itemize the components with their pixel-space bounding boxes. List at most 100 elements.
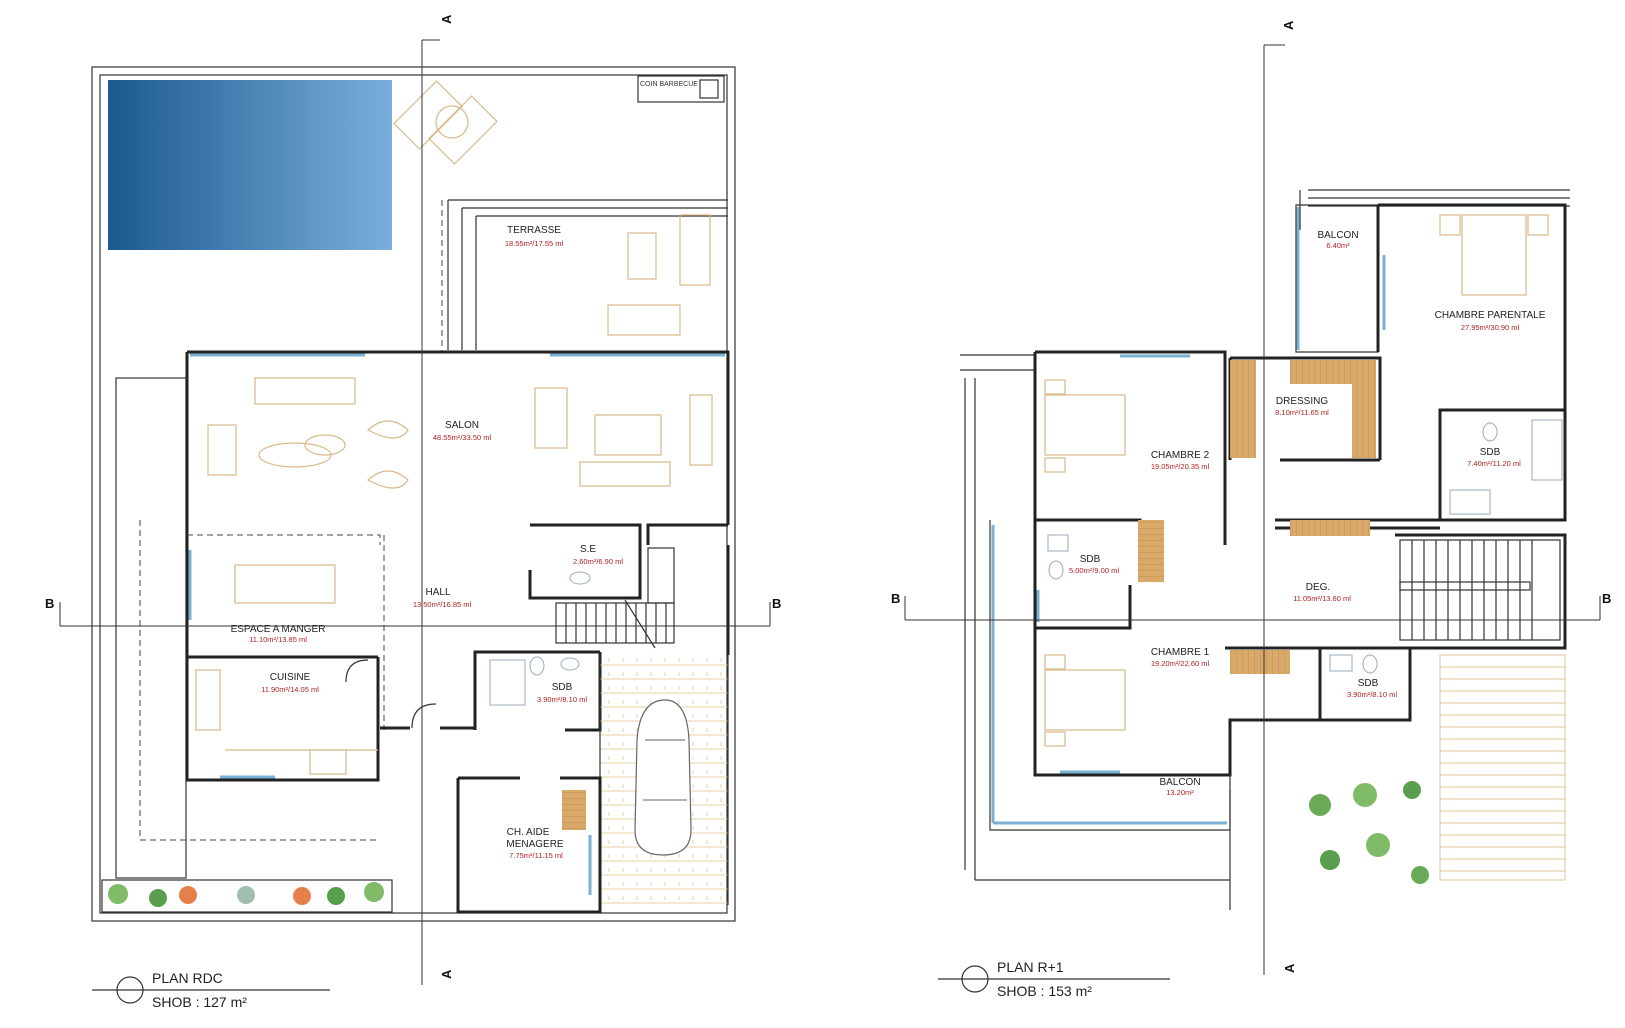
plan-title-rdc: PLAN RDC [152,970,223,986]
ground-outline [960,354,1231,910]
bathtub [1531,419,1563,481]
section-a-top-r1: A [1281,20,1296,30]
house-main-wall [185,350,730,782]
room-name-chambre-1: CHAMBRE 1 [1151,647,1210,658]
section-b-left-r1: B [891,591,900,606]
plan-title-r1: PLAN R+1 [997,959,1064,975]
roof-lines [1299,189,1570,230]
room-name-sdb-2: SDB [1080,554,1101,565]
balcon-top-outline [1295,204,1379,353]
section-a-bottom-rdc: A [439,969,454,979]
hall-door [411,703,437,729]
section-b-left-rdc: B [45,596,54,611]
plan-rdc: COIN BARBECUE TERRASSE 18.55m²/17.55 ml [45,14,781,1010]
terrace-steps [447,199,728,350]
salon-pouf [304,434,346,456]
salon-sideboard [689,394,713,466]
se-sink [569,571,591,585]
room-name-cuisine: CUISINE [270,672,311,683]
room-name-hall: HALL [425,587,450,598]
room-area-deg: 11.05m²/13.60 ml [1293,594,1351,603]
room-name-terrasse: TERRASSE [507,225,561,236]
kitchen-sink [309,749,347,775]
room-name-se: S.E [580,544,596,555]
garden-r1 [1309,781,1429,884]
room-area-ch-aide: 7.75m²/11.15 ml [509,851,563,860]
room-area-terrasse: 18.55m²/17.55 ml [505,239,564,248]
room-area-se: 2.60m²/6.90 ml [573,557,623,566]
sdb-sink [560,657,580,671]
room-name-sdb-parentale: SDB [1480,447,1501,458]
room-area-balcon-top: 6.40m² [1326,241,1350,250]
chambre-1-walls [1033,628,1412,777]
umbrella-loungers [393,80,498,165]
walkway-dash [139,520,380,841]
room-area-salon: 48.55m²/33.50 ml [433,433,492,442]
sink-parentale [1449,489,1491,515]
plot-boundary [91,66,736,922]
room-name-chambre-parentale: CHAMBRE PARENTALE [1435,310,1546,321]
shower [489,659,526,706]
chambre-1-wardrobe [1230,650,1290,674]
title-block-r1: PLAN R+1 SHOB : 153 m² [938,959,1170,999]
bed-chambre-2 [1044,394,1126,456]
room-area-sdb-1: 3.90m²/8.10 ml [1347,690,1397,699]
room-name-ch-aide: CH. AIDE [507,827,550,838]
plan-r1: BALCON 6.40m² CHAMBRE PARENTALE 27.95m²/… [891,20,1611,999]
garden-plants [101,879,393,913]
kitchen-counter [195,669,221,731]
room-name-dressing: DRESSING [1276,396,1328,407]
room-name-sdb-1: SDB [1358,678,1379,689]
pool [108,80,392,250]
exterior-deck-r1 [1439,654,1566,881]
room-name-espace-manger: ESPACE A MANGER [231,624,326,635]
terrace-sofa [679,214,711,286]
section-b-right-r1: B [1602,591,1611,606]
terrace-sofa-2 [607,304,681,336]
sdb-1-walls [1318,648,1412,722]
plan-shob-rdc: SHOB : 127 m² [152,994,247,1010]
room-area-cuisine: 11.90m²/14.05 ml [261,685,319,694]
section-a-bottom-r1: A [1282,963,1297,973]
toilet-sdb-2 [1048,560,1064,580]
room-name-deg: DEG. [1306,582,1330,593]
coin-barbecue-label: COIN BARBECUE [640,81,698,88]
room-area-chambre-2: 19.05m²/20.35 ml [1151,462,1210,471]
salon-sofa-3 [579,461,671,487]
section-a-top-rdc: A [439,14,454,24]
kitchen-door [345,659,369,683]
room-area-espace-manger: 11.10m²/13.85 ml [249,635,307,644]
room-area-sdb-rdc: 3.90m²/8.10 ml [537,695,587,704]
dressing-shelf-top [1290,360,1376,384]
bed-parentale [1461,214,1527,296]
room-area-hall: 13.50m²/16.85 ml [413,600,472,609]
room-name-sdb-rdc: SDB [552,682,573,693]
dining-boundary [187,534,381,545]
room-area-chambre-parentale: 27.95m²/30.90 ml [1461,323,1520,332]
room-area-dressing: 8.10m²/11.65 ml [1275,408,1329,417]
room-name-chambre-2: CHAMBRE 2 [1151,450,1210,461]
armchair [366,420,409,439]
room-area-balcon-bottom: 13.20m² [1166,788,1194,797]
staircase-r1 [1399,539,1561,641]
room-area-sdb-parentale: 7.40m²/11.20 ml [1467,459,1521,468]
toilet [529,656,545,676]
room-name-salon: SALON [445,420,479,431]
armchair-2 [366,470,409,489]
se-walls [528,523,642,600]
barbecue-counter [637,75,725,103]
car-icon [634,699,692,856]
room-name-ch-aide-2: MENAGERE [506,839,564,850]
chambre-parentale-walls [1376,203,1567,520]
deg-shelf [1290,520,1370,536]
title-block-rdc: PLAN RDC SHOB : 127 m² [92,970,330,1010]
sdb-2-walls [1033,520,1132,630]
balcon-bottom-outline [989,520,1231,831]
staircase-rdc [555,547,675,649]
dressing-shelf-left [1230,360,1256,458]
side-walkway [115,377,187,879]
room-name-balcon-top: BALCON [1317,230,1358,241]
sink-sdb-2 [1047,534,1069,552]
house-east-wall [646,523,730,655]
